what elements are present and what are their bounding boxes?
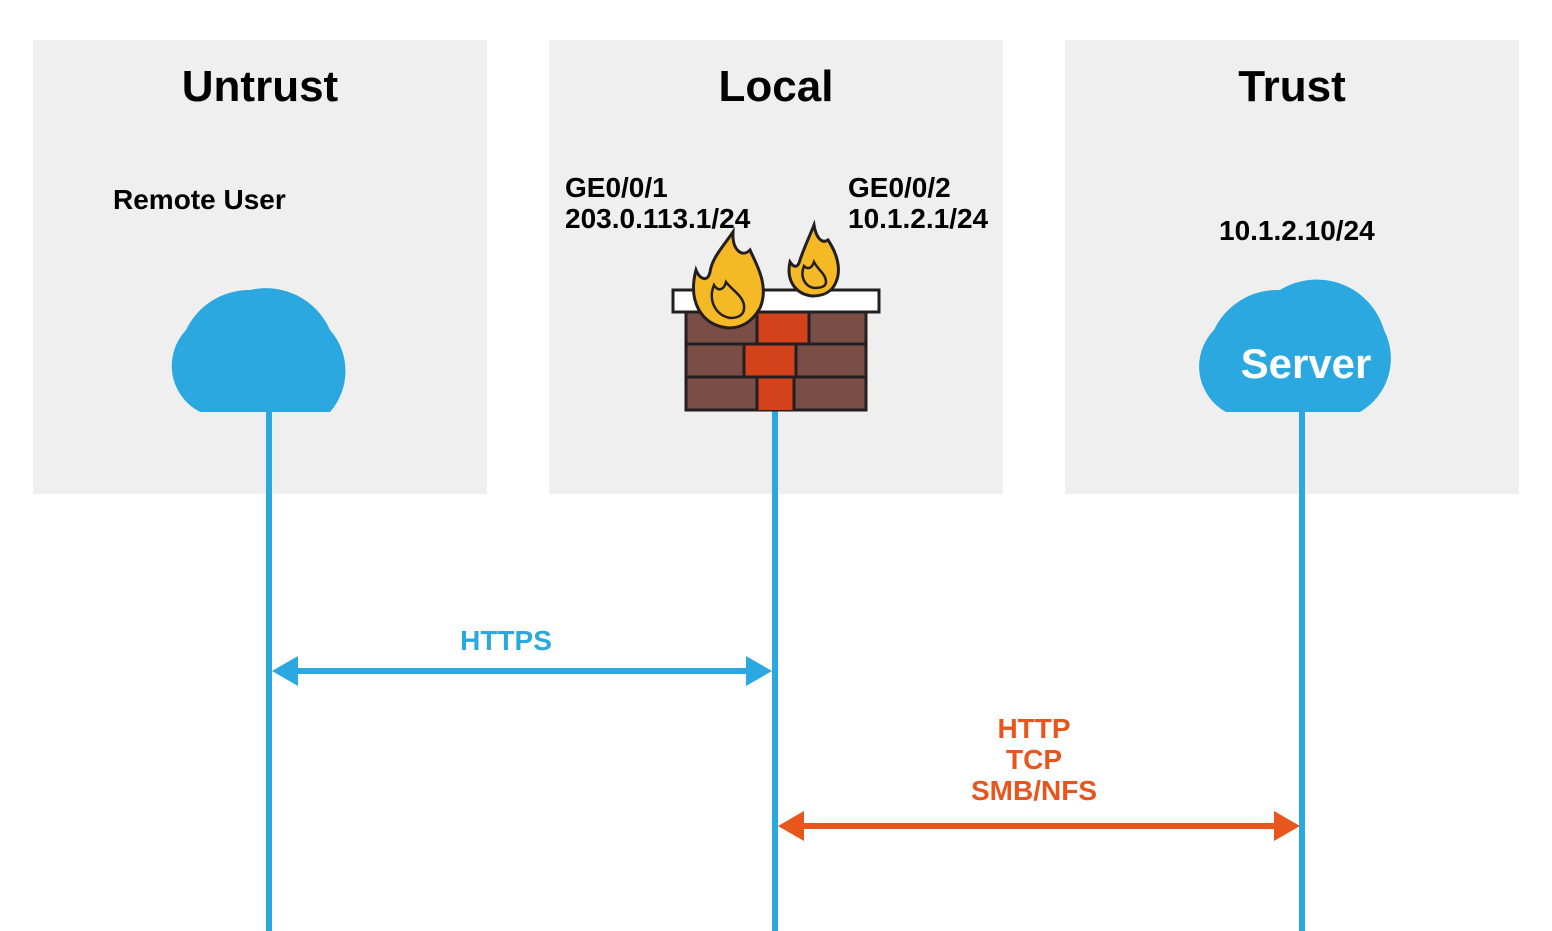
https-protocol-label: HTTPS <box>460 625 552 656</box>
firewall-interface-1-label: GE0/0/1 203.0.113.1/24 <box>565 172 750 234</box>
remote-user-label: Remote User <box>113 184 286 215</box>
interface-1-name: GE0/0/1 <box>565 172 668 203</box>
protocol-http: HTTP <box>997 713 1071 744</box>
internal-connection-arrow <box>778 811 1300 841</box>
zone-title-untrust: Untrust <box>181 62 339 111</box>
zone-title-local: Local <box>718 62 834 111</box>
firewall-interface-2-label: GE0/0/2 10.1.2.1/24 <box>848 172 988 234</box>
server-ip-label: 10.1.2.10/24 <box>1219 215 1375 246</box>
protocol-tcp: TCP <box>1006 744 1062 775</box>
server-cloud-icon <box>1199 279 1391 412</box>
firewall-icon <box>671 288 881 412</box>
server-label: Server <box>1240 340 1372 387</box>
https-connection-arrow <box>272 656 772 686</box>
zone-title-trust: Trust <box>1238 62 1346 111</box>
interface-2-ip: 10.1.2.1/24 <box>848 203 989 234</box>
interface-1-ip: 203.0.113.1/24 <box>565 203 751 234</box>
protocol-smb-nfs: SMB/NFS <box>971 775 1097 806</box>
interface-2-name: GE0/0/2 <box>848 172 951 203</box>
internal-protocols-label: HTTP TCP SMB/NFS <box>934 713 1134 806</box>
zone-untrust: Untrust <box>33 40 487 494</box>
flame-icon <box>692 226 765 330</box>
flame-icon <box>787 219 840 298</box>
zone-trust: Trust <box>1065 40 1519 494</box>
cloud-icon <box>171 288 346 412</box>
